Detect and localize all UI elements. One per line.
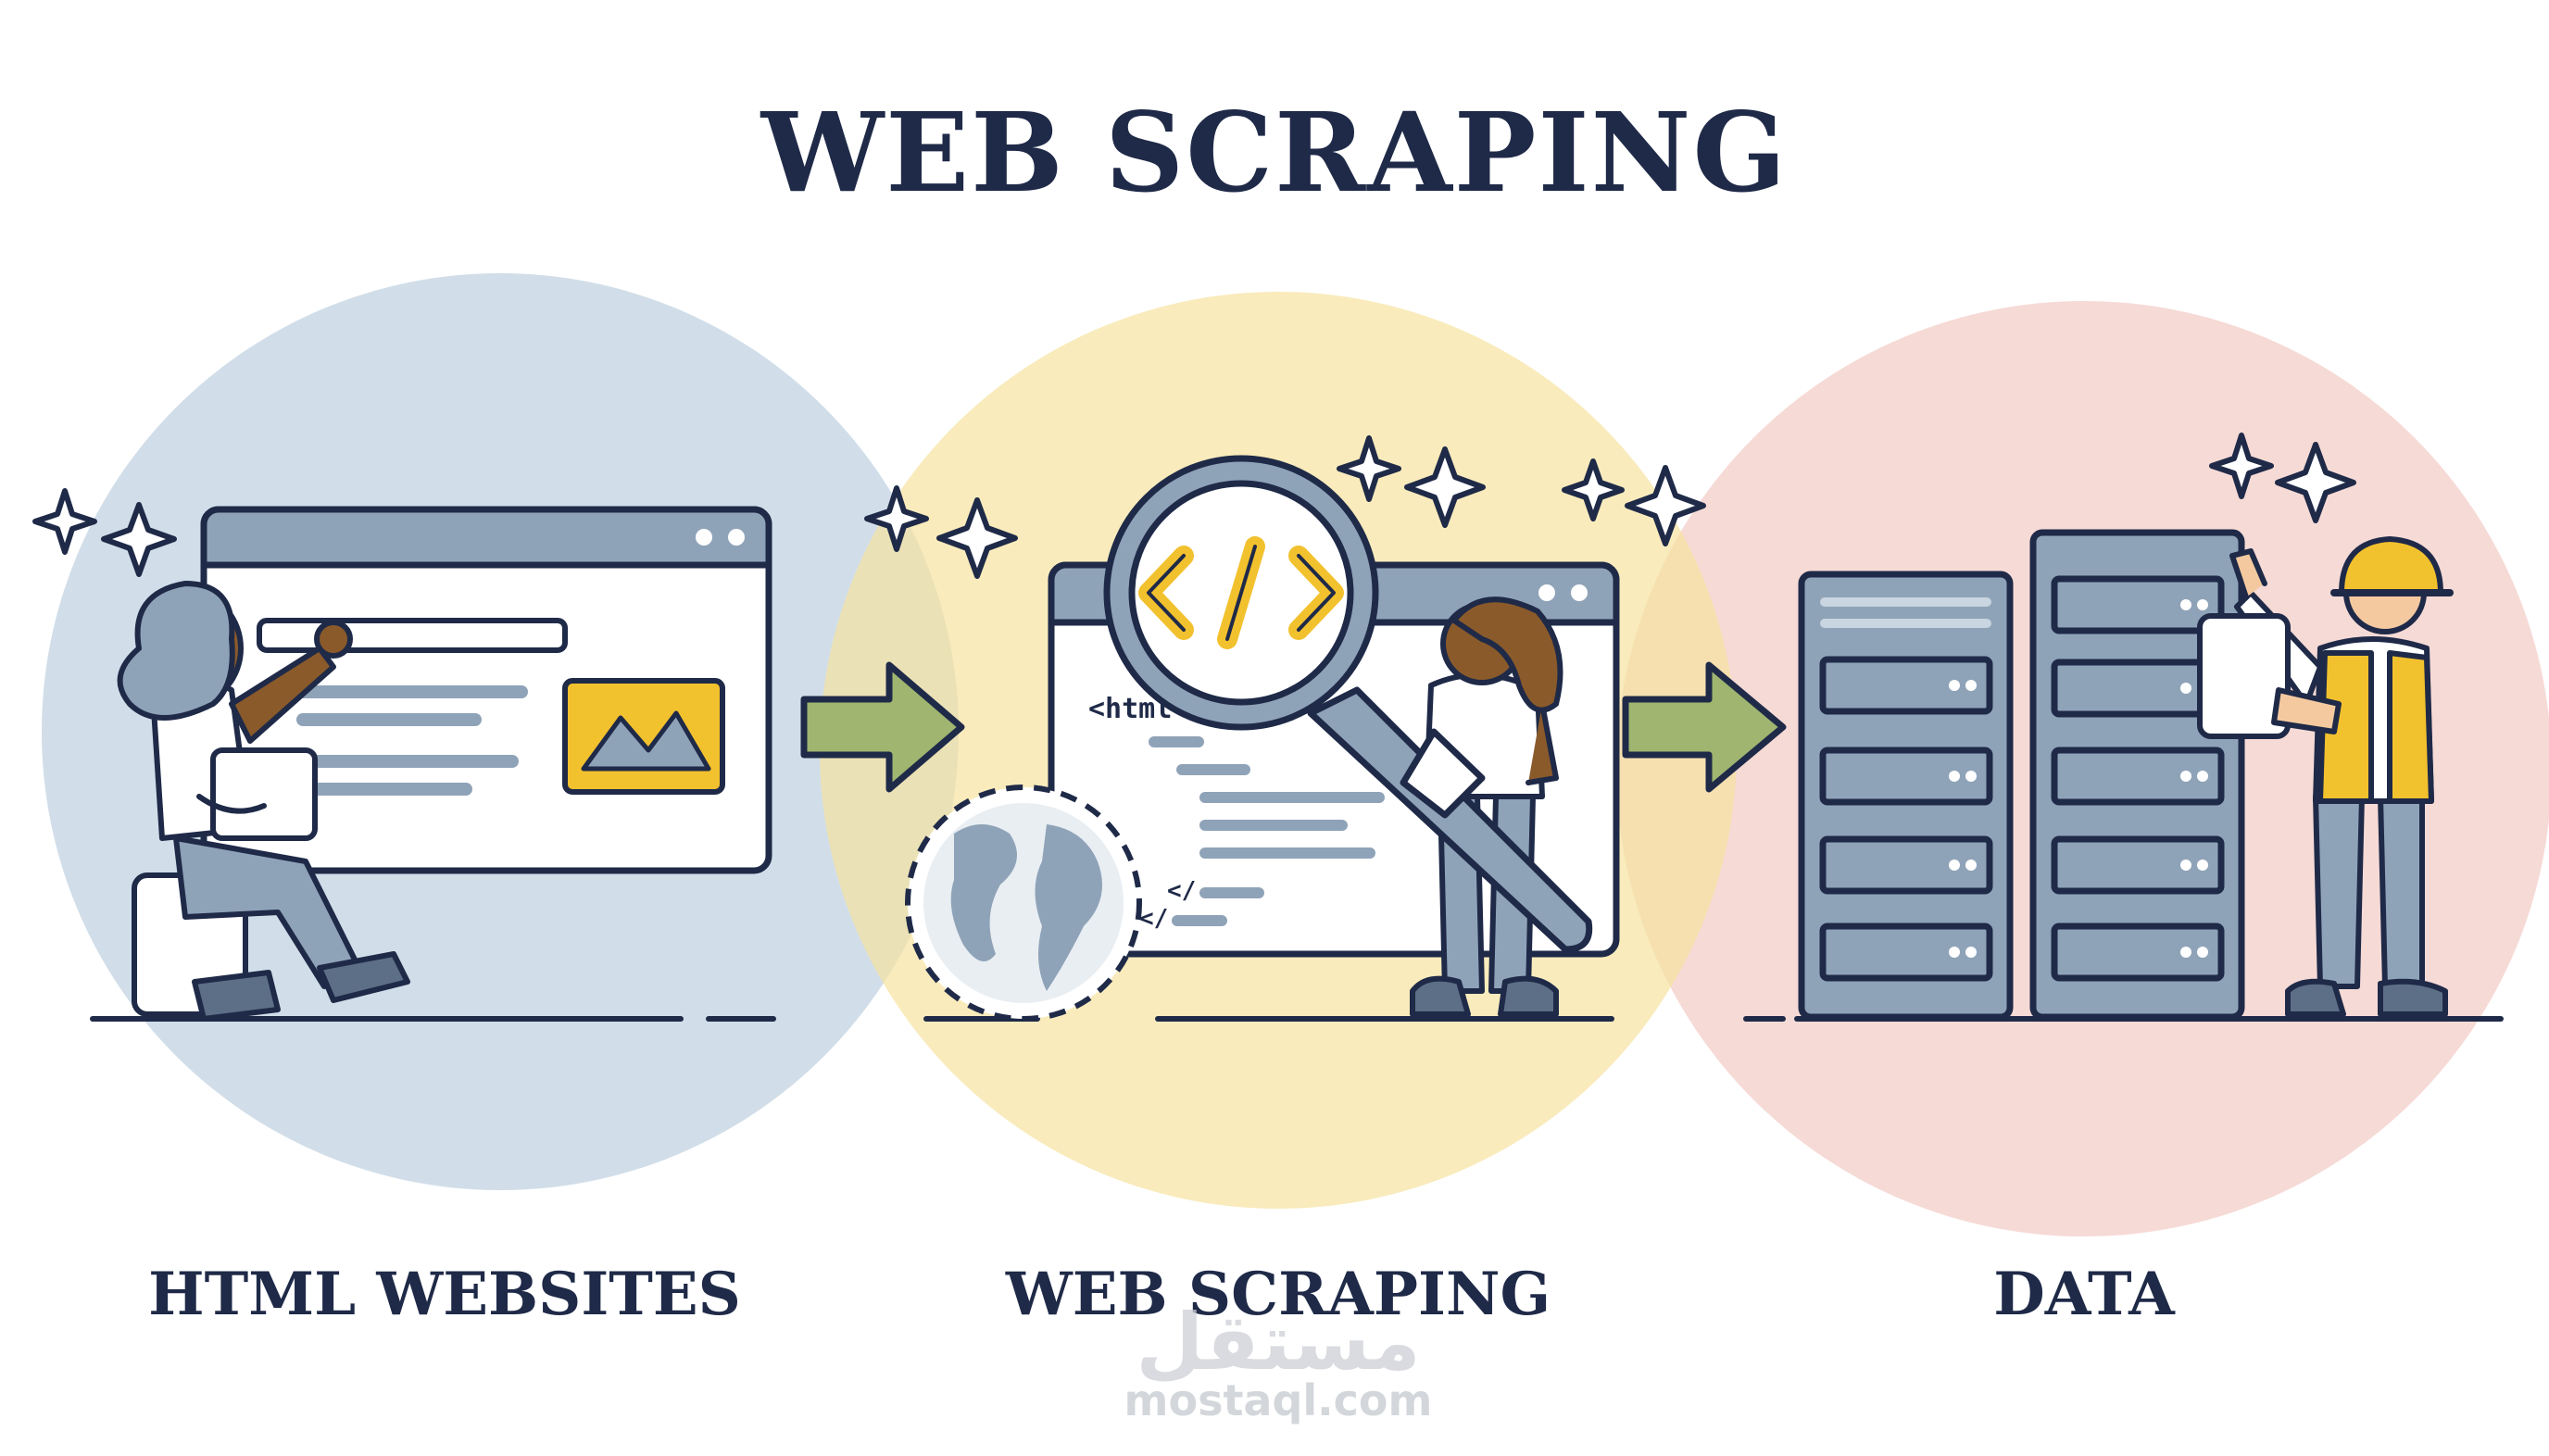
watermark-logo: مستقل <box>1136 1297 1421 1387</box>
globe-icon <box>905 784 1142 1022</box>
code-close-tag-1: </ <box>1167 877 1196 905</box>
magnifying-glass-icon <box>1103 455 1593 953</box>
code-close-tag-2: </ <box>1139 905 1168 933</box>
sparkles-left <box>32 488 177 577</box>
server-leds <box>1949 599 2208 958</box>
stage-label-data: DATA <box>1993 1260 2175 1329</box>
stage-label-scraping: WEB SCRAPING <box>1005 1260 1551 1329</box>
sparkles-right <box>2209 433 2356 523</box>
page-title: WEB SCRAPING <box>760 88 1789 217</box>
image-placeholder-icon <box>562 678 725 795</box>
engineer-with-hardhat-illustration <box>2197 536 2454 1017</box>
person-with-laptop-illustration <box>117 581 410 1022</box>
sparkles-middle <box>864 435 1706 579</box>
watermark-url: mostaql.com <box>1124 1375 1433 1425</box>
arrow-right-icon <box>800 661 965 793</box>
stage-label-websites: HTML WEBSITES <box>148 1260 741 1329</box>
browser-window-illustration <box>200 506 772 874</box>
arrow-right-icon <box>1622 661 1787 793</box>
